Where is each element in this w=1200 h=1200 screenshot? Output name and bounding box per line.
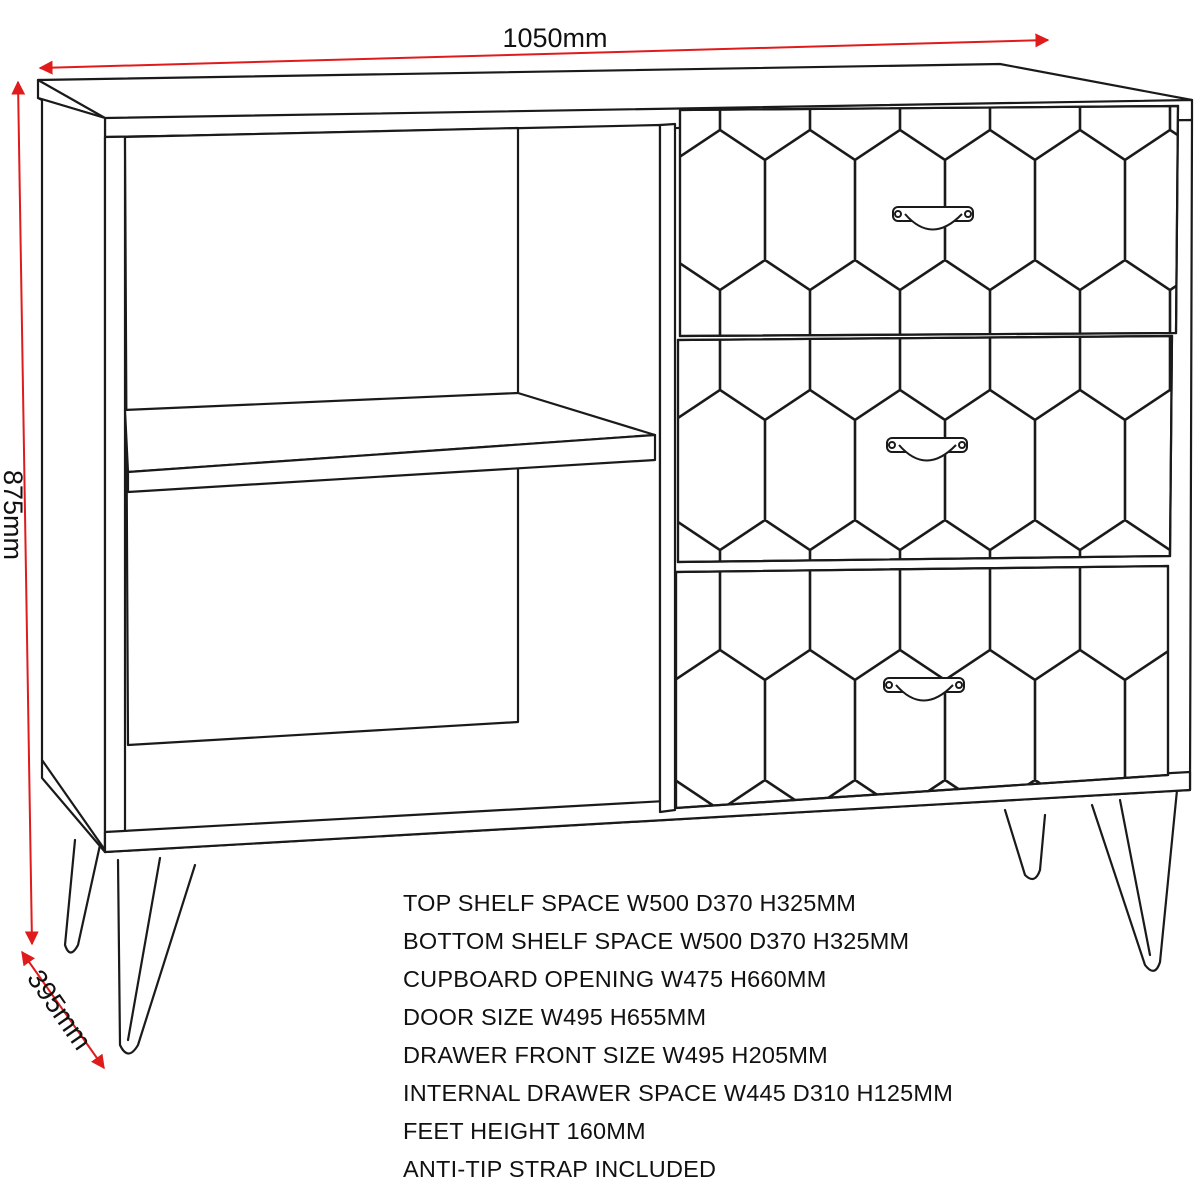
drawer-handles [883,206,974,702]
spec-line: TOP SHELF SPACE W500 D370 H325MM [403,890,857,916]
height-label: 875mm [0,470,28,560]
dimension-height: 875mm [0,80,39,946]
spec-line: INTERNAL DRAWER SPACE W445 D310 H125MM [403,1080,953,1106]
hairpin-legs [63,778,1180,1055]
cup-handle-icon [883,677,965,702]
left-side-panel [36,96,107,852]
dimension-depth: 395mm [21,950,105,1070]
spec-line: DOOR SIZE W495 H655MM [403,1004,707,1030]
spec-line: FEET HEIGHT 160MM [403,1118,646,1144]
cabinet-body [36,62,1194,854]
spec-line: ANTI-TIP STRAP INCLUDED [403,1156,717,1182]
spec-line: DRAWER FRONT SIZE W495 H205MM [403,1042,828,1068]
drawers [674,104,1180,810]
width-label: 1050mm [502,23,607,53]
cup-handle-icon [886,437,968,462]
spec-line: CUPBOARD OPENING W475 H660MM [403,966,827,992]
shelf-front [126,433,657,494]
spec-line: BOTTOM SHELF SPACE W500 D370 H325MM [403,928,910,954]
divider [658,122,677,814]
specification-list: TOP SHELF SPACE W500 D370 H325MM BOTTOM … [403,884,953,1188]
cup-handle-icon [892,206,974,231]
depth-label: 395mm [21,964,97,1055]
dimension-width: 1050mm [38,23,1050,75]
